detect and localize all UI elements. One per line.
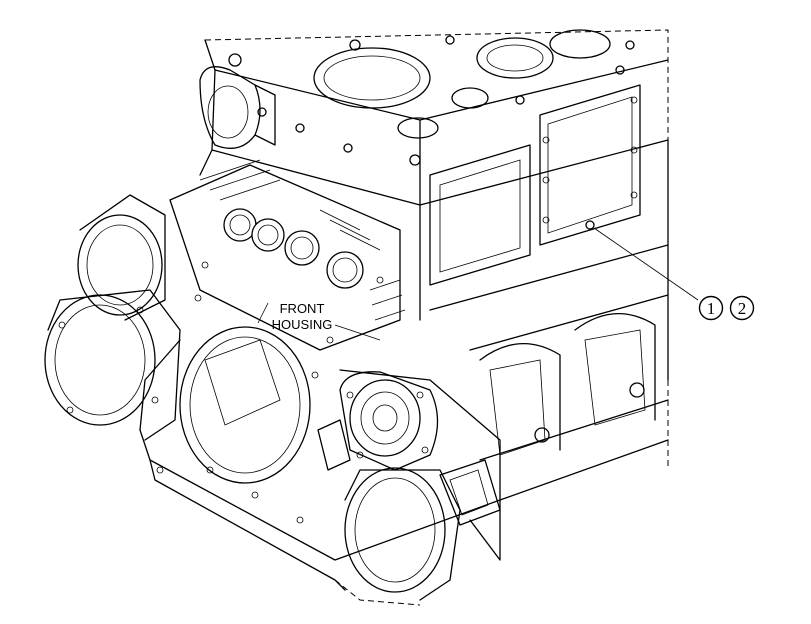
front-housing-label-line1: FRONT	[280, 301, 325, 316]
front-housing-callout: FRONT HOUSING	[257, 301, 381, 341]
block-front-bores	[199, 66, 276, 149]
mount-bracket	[439, 459, 501, 561]
front-housing-body	[139, 294, 501, 591]
callout-1-number: 1	[707, 299, 716, 318]
crankcase-right	[469, 294, 669, 501]
housing-ring-left	[44, 289, 181, 441]
side-cover-panel	[419, 84, 669, 381]
callout-1: 1	[698, 295, 724, 321]
plug-location	[585, 220, 699, 301]
front-plate-ports	[169, 159, 406, 351]
callout-2: 2	[729, 295, 755, 321]
item-callouts: 1 2	[698, 295, 755, 321]
accessory-drive-housing	[317, 371, 439, 471]
housing-ring-upper-left	[77, 194, 166, 321]
housing-ring-lower	[334, 467, 461, 606]
front-housing-label-line2: HOUSING	[272, 317, 333, 332]
block-top-deck	[199, 29, 669, 206]
callout-2-number: 2	[738, 299, 747, 318]
